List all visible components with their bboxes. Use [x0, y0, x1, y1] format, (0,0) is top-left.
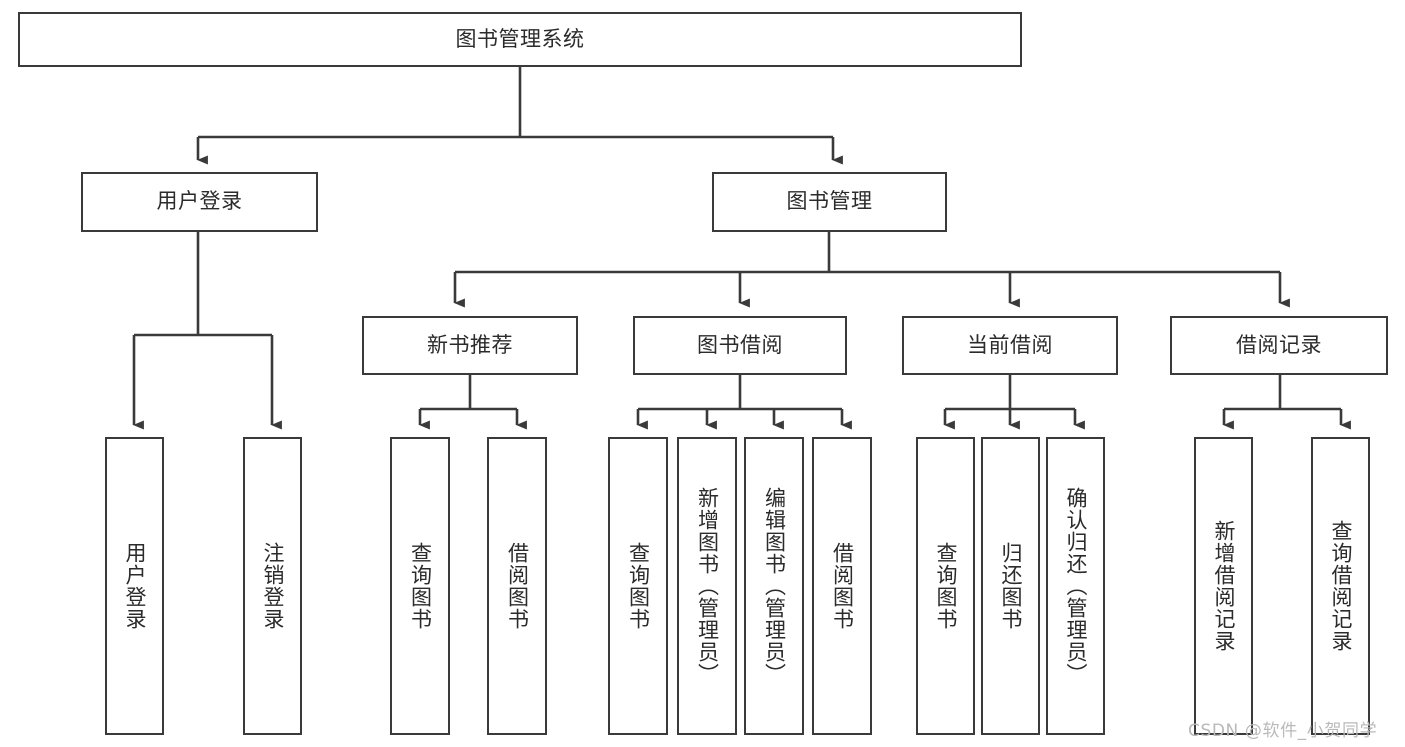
leaf-recommend-borrow-book-label: 借阅图书	[505, 542, 530, 630]
node-book-management-label: 图书管理	[786, 189, 873, 214]
leaf-borrow-borrow-book-label: 借阅图书	[830, 542, 855, 630]
node-current-borrow-label: 当前借阅	[967, 332, 1053, 357]
node-new-book-recommend-label: 新书推荐	[427, 332, 513, 357]
leaf-current-confirm-return[interactable]: 确认归还（管理员）	[1046, 437, 1105, 735]
leaf-logout[interactable]: 注销登录	[243, 437, 302, 735]
node-user-login-label: 用户登录	[156, 189, 243, 214]
leaf-borrow-edit-book-label: 编辑图书（管理员）	[762, 487, 787, 685]
leaf-borrow-query-book[interactable]: 查询图书	[608, 437, 668, 735]
node-book-management[interactable]: 图书管理	[712, 172, 947, 232]
watermark-csdn: CSDN @软件_小贺同学	[1188, 721, 1378, 741]
node-current-borrow[interactable]: 当前借阅	[902, 316, 1118, 375]
node-new-book-recommend[interactable]: 新书推荐	[362, 316, 578, 375]
leaf-logout-label: 注销登录	[260, 542, 285, 630]
node-root-label: 图书管理系统	[455, 26, 585, 51]
leaf-record-add[interactable]: 新增借阅记录	[1194, 437, 1253, 735]
leaf-current-query-book[interactable]: 查询图书	[916, 437, 975, 735]
leaf-current-confirm-return-label: 确认归还（管理员）	[1063, 487, 1088, 685]
leaf-recommend-query-book[interactable]: 查询图书	[390, 437, 450, 735]
leaf-record-query-label: 查询借阅记录	[1328, 520, 1353, 652]
leaf-user-login-label: 用户登录	[122, 542, 147, 630]
node-book-borrow-label: 图书借阅	[697, 332, 783, 357]
node-book-borrow[interactable]: 图书借阅	[633, 316, 847, 375]
leaf-record-add-label: 新增借阅记录	[1211, 520, 1236, 652]
node-borrow-record-label: 借阅记录	[1236, 332, 1322, 357]
node-user-login[interactable]: 用户登录	[81, 172, 318, 232]
leaf-recommend-borrow-book[interactable]: 借阅图书	[487, 437, 547, 735]
node-root[interactable]: 图书管理系统	[18, 12, 1022, 67]
leaf-borrow-edit-book[interactable]: 编辑图书（管理员）	[744, 437, 804, 735]
leaf-borrow-query-book-label: 查询图书	[626, 542, 651, 630]
leaf-recommend-query-book-label: 查询图书	[408, 542, 433, 630]
leaf-borrow-borrow-book[interactable]: 借阅图书	[812, 437, 872, 735]
leaf-record-query[interactable]: 查询借阅记录	[1311, 437, 1370, 735]
node-borrow-record[interactable]: 借阅记录	[1170, 316, 1388, 375]
leaf-current-return-book[interactable]: 归还图书	[981, 437, 1040, 735]
leaf-user-login[interactable]: 用户登录	[105, 437, 164, 735]
leaf-current-return-book-label: 归还图书	[998, 542, 1023, 630]
leaf-borrow-add-book-label: 新增图书（管理员）	[695, 487, 720, 685]
leaf-current-query-book-label: 查询图书	[933, 542, 958, 630]
leaf-borrow-add-book[interactable]: 新增图书（管理员）	[677, 437, 737, 735]
